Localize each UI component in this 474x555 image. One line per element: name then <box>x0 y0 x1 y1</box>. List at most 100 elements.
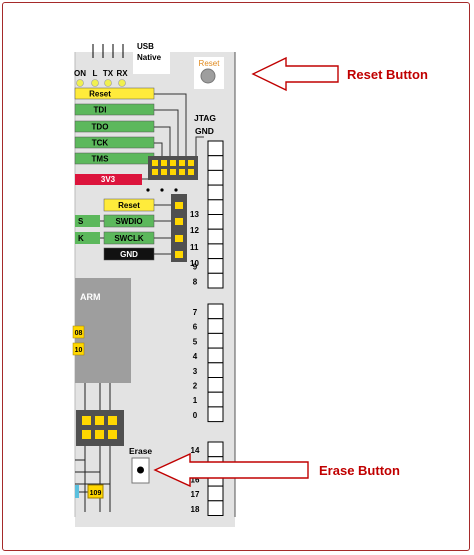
pin-number-3: 3 <box>193 367 198 376</box>
jtag-pad <box>188 169 194 175</box>
header-pin <box>207 272 224 289</box>
swd-pin-number: 13 <box>190 210 199 219</box>
jtag-header-pads <box>152 160 194 175</box>
icsp-header <box>76 410 124 446</box>
side-pin-10 <box>72 342 85 356</box>
led-label-l: L <box>93 69 98 78</box>
header-pin <box>207 303 224 320</box>
header-pin <box>207 199 224 216</box>
icsp-pad <box>95 416 104 425</box>
jtag-signal-label: TCK <box>92 139 109 148</box>
icsp-pad <box>95 430 104 439</box>
header-pin <box>207 169 224 186</box>
header-pin <box>207 391 224 408</box>
icsp-pad <box>82 430 91 439</box>
icsp-pad <box>108 430 117 439</box>
jtag-pad <box>179 160 185 166</box>
header-pin <box>207 347 224 364</box>
jtag-connector-wires <box>153 93 204 159</box>
swd-left-signal-label: K <box>78 234 84 243</box>
jtag-pad <box>161 160 167 166</box>
header-pin <box>207 406 224 423</box>
swd-signal-label: SWDIO <box>115 217 142 226</box>
swd-header <box>171 194 187 262</box>
header-pin <box>207 140 224 157</box>
header-pin <box>207 228 224 245</box>
reset-button[interactable] <box>200 68 216 84</box>
header-pin <box>207 155 224 171</box>
image-frame <box>2 2 470 551</box>
swd-pad <box>175 235 183 242</box>
header-pin <box>207 377 224 393</box>
jtag-signal-tms <box>74 152 155 165</box>
erase-label: Erase <box>129 446 152 456</box>
jtag-pad <box>152 160 158 166</box>
usb-native-connector <box>133 40 170 74</box>
power-3v3-bar <box>75 174 142 185</box>
swd-signal-label: SWCLK <box>114 234 144 243</box>
pin-number-9: 9 <box>193 263 198 272</box>
side-pin-08 <box>72 325 85 339</box>
swd-pad <box>175 202 183 209</box>
dot <box>160 188 164 192</box>
pin-109 <box>87 484 104 499</box>
icsp-header-pads <box>82 416 117 439</box>
swd-pad <box>175 218 183 225</box>
jtag-signal-label: TMS <box>92 155 110 164</box>
pin-number-7: 7 <box>193 308 198 317</box>
led-l <box>91 79 99 87</box>
pin-109-label: 109 <box>90 490 102 497</box>
pin-number-14: 14 <box>191 446 200 455</box>
pin-number-18: 18 <box>191 505 200 514</box>
pin-number-6: 6 <box>193 323 198 332</box>
swd-signal-label: Reset <box>118 201 140 210</box>
side-pin-label: 08 <box>75 330 83 337</box>
jtag-signal-label: Reset <box>89 90 111 99</box>
reset-arrow <box>251 56 339 92</box>
jtag-label: JTAG <box>194 113 216 123</box>
dot <box>146 188 150 192</box>
swd-signal-label: GND <box>120 250 138 259</box>
swd-left-signal <box>75 232 100 244</box>
led-label-on: ON <box>74 69 86 78</box>
pin-number-4: 4 <box>193 352 198 361</box>
erase-button-annotation: Erase Button <box>319 463 400 478</box>
usb-label: USB <box>137 42 154 51</box>
header-pin <box>207 441 224 458</box>
led-rx <box>118 79 126 87</box>
jtag-signal-label: TDI <box>94 106 107 115</box>
header-pin <box>207 318 224 334</box>
swd-pin-number: 12 <box>190 226 199 235</box>
swd-pin-number: 10 <box>190 259 199 268</box>
native-label: Native <box>137 53 162 62</box>
pin-number-0: 0 <box>193 411 198 420</box>
pin-number-8: 8 <box>193 277 198 286</box>
erase-arrow <box>153 452 309 488</box>
swd-left-labels: SK <box>75 215 104 244</box>
erase-button[interactable] <box>137 466 144 474</box>
dot <box>174 188 178 192</box>
led-on <box>76 79 84 87</box>
header-pin <box>207 243 224 260</box>
pin-number-5: 5 <box>193 337 198 346</box>
pin-number-17: 17 <box>191 490 200 499</box>
header-pin <box>207 500 224 516</box>
swd-left-signal-label: S <box>78 217 84 226</box>
arm-label: ARM <box>80 292 101 302</box>
header-pin <box>207 485 224 502</box>
jtag-pad <box>188 160 194 166</box>
swd-pad <box>175 251 183 258</box>
icsp-pad <box>82 416 91 425</box>
jtag-signal-reset <box>74 87 155 100</box>
pin-number-2: 2 <box>193 382 198 391</box>
led-label-tx: TX <box>103 69 114 78</box>
jtag-pad <box>170 169 176 175</box>
pin-number-16: 16 <box>191 475 200 484</box>
led-label-rx: RX <box>116 69 128 78</box>
jtag-header <box>148 156 198 180</box>
jtag-signal-tdi <box>74 103 155 116</box>
